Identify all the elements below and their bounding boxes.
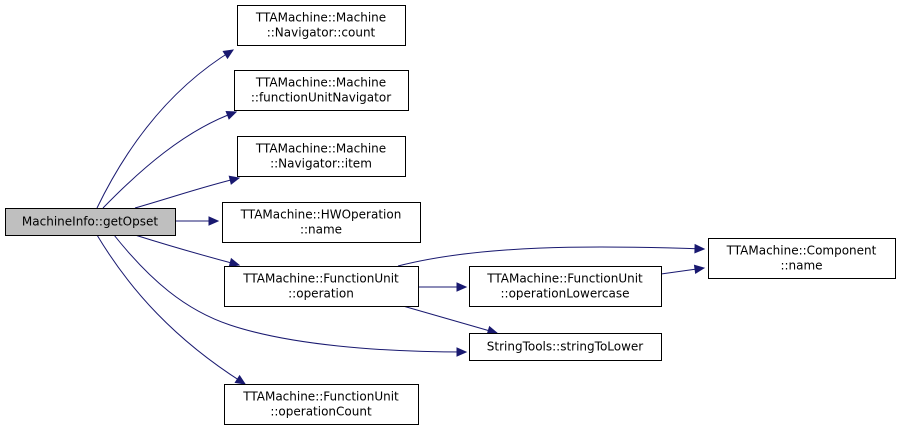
- node-label: TTAMachine::Machine: [255, 76, 386, 90]
- arrowhead-icon: [208, 216, 220, 226]
- edge-fu_operation-to-string_lower: [402, 305, 499, 336]
- arrowhead-icon: [222, 49, 235, 60]
- arrowhead-icon: [456, 282, 468, 292]
- node-box[interactable]: [237, 5, 406, 46]
- node-label: ::functionUnitNavigator: [251, 91, 391, 105]
- node-box[interactable]: [222, 202, 421, 243]
- edge-line: [96, 49, 234, 209]
- node-label: StringTools::stringToLower: [487, 340, 644, 354]
- edge-line: [113, 234, 467, 353]
- arrowhead-icon: [456, 347, 468, 357]
- arrowhead-icon: [693, 264, 706, 275]
- arrowhead-icon: [234, 374, 247, 385]
- edge-line: [102, 111, 237, 209]
- node-label: TTAMachine::FunctionUnit: [242, 272, 399, 286]
- node-box[interactable]: [224, 266, 419, 307]
- node-label: ::operationCount: [270, 405, 372, 419]
- node-label: ::Navigator::count: [267, 26, 376, 40]
- edges-layer: [96, 49, 706, 385]
- node-box[interactable]: [469, 333, 662, 361]
- node-root[interactable]: MachineInfo::getOpset: [5, 208, 176, 236]
- edge-root-to-fu_op_count: [96, 234, 247, 385]
- edge-root-to-fu_operation: [134, 234, 241, 268]
- node-nav_count[interactable]: TTAMachine::Machine::Navigator::count: [237, 5, 406, 46]
- edge-line: [134, 177, 240, 209]
- node-box[interactable]: [708, 238, 896, 279]
- node-label: ::name: [300, 223, 342, 237]
- edge-line: [397, 246, 705, 267]
- node-fu_operation[interactable]: TTAMachine::FunctionUnit::operation: [224, 266, 419, 307]
- arrowhead-icon: [694, 243, 706, 254]
- node-nav_item[interactable]: TTAMachine::Machine::Navigator::item: [237, 136, 406, 177]
- node-label: ::operationLowercase: [501, 287, 630, 301]
- edge-root-to-nav_count: [96, 49, 235, 209]
- arrowhead-icon: [228, 257, 241, 268]
- arrowhead-icon: [225, 110, 238, 120]
- node-fu_op_count[interactable]: TTAMachine::FunctionUnit::operationCount: [224, 384, 419, 425]
- node-label: TTAMachine::HWOperation: [240, 208, 402, 222]
- edge-fu_op_lower-to-comp_name: [660, 264, 706, 275]
- node-fu_op_lower[interactable]: TTAMachine::FunctionUnit::operationLower…: [469, 266, 662, 307]
- node-label: TTAMachine::FunctionUnit: [242, 390, 399, 404]
- node-string_lower[interactable]: StringTools::stringToLower: [469, 333, 662, 361]
- edge-root-to-fu_nav: [102, 110, 238, 209]
- node-label: ::name: [780, 259, 822, 273]
- node-label: TTAMachine::Machine: [255, 142, 386, 156]
- edge-line: [134, 234, 240, 266]
- node-comp_name[interactable]: TTAMachine::Component::name: [708, 238, 896, 279]
- edge-line: [96, 234, 246, 385]
- edge-root-to-string_lower: [113, 234, 468, 357]
- node-label: TTAMachine::Component: [726, 244, 877, 258]
- arrowhead-icon: [228, 175, 241, 185]
- edge-root-to-nav_item: [134, 175, 241, 209]
- node-label: TTAMachine::FunctionUnit: [486, 272, 643, 286]
- node-label: TTAMachine::Machine: [255, 11, 386, 25]
- node-box[interactable]: [234, 70, 409, 111]
- node-hwop_name[interactable]: TTAMachine::HWOperation::name: [222, 202, 421, 243]
- edge-root-to-hwop_name: [175, 216, 220, 226]
- node-box[interactable]: [5, 208, 176, 236]
- node-label: MachineInfo::getOpset: [22, 215, 158, 229]
- nodes-layer: MachineInfo::getOpset TTAMachine::Machine…: [5, 5, 896, 425]
- node-box[interactable]: [469, 266, 662, 307]
- edge-line: [402, 305, 498, 334]
- edge-fu_operation-to-comp_name: [397, 243, 706, 267]
- node-fu_nav[interactable]: TTAMachine::Machine::functionUnitNavigat…: [234, 70, 409, 111]
- node-label: ::operation: [288, 287, 354, 301]
- node-box[interactable]: [224, 384, 419, 425]
- node-box[interactable]: [237, 136, 406, 177]
- edge-fu_operation-to-fu_op_lower: [418, 282, 468, 292]
- node-label: ::Navigator::item: [270, 157, 372, 171]
